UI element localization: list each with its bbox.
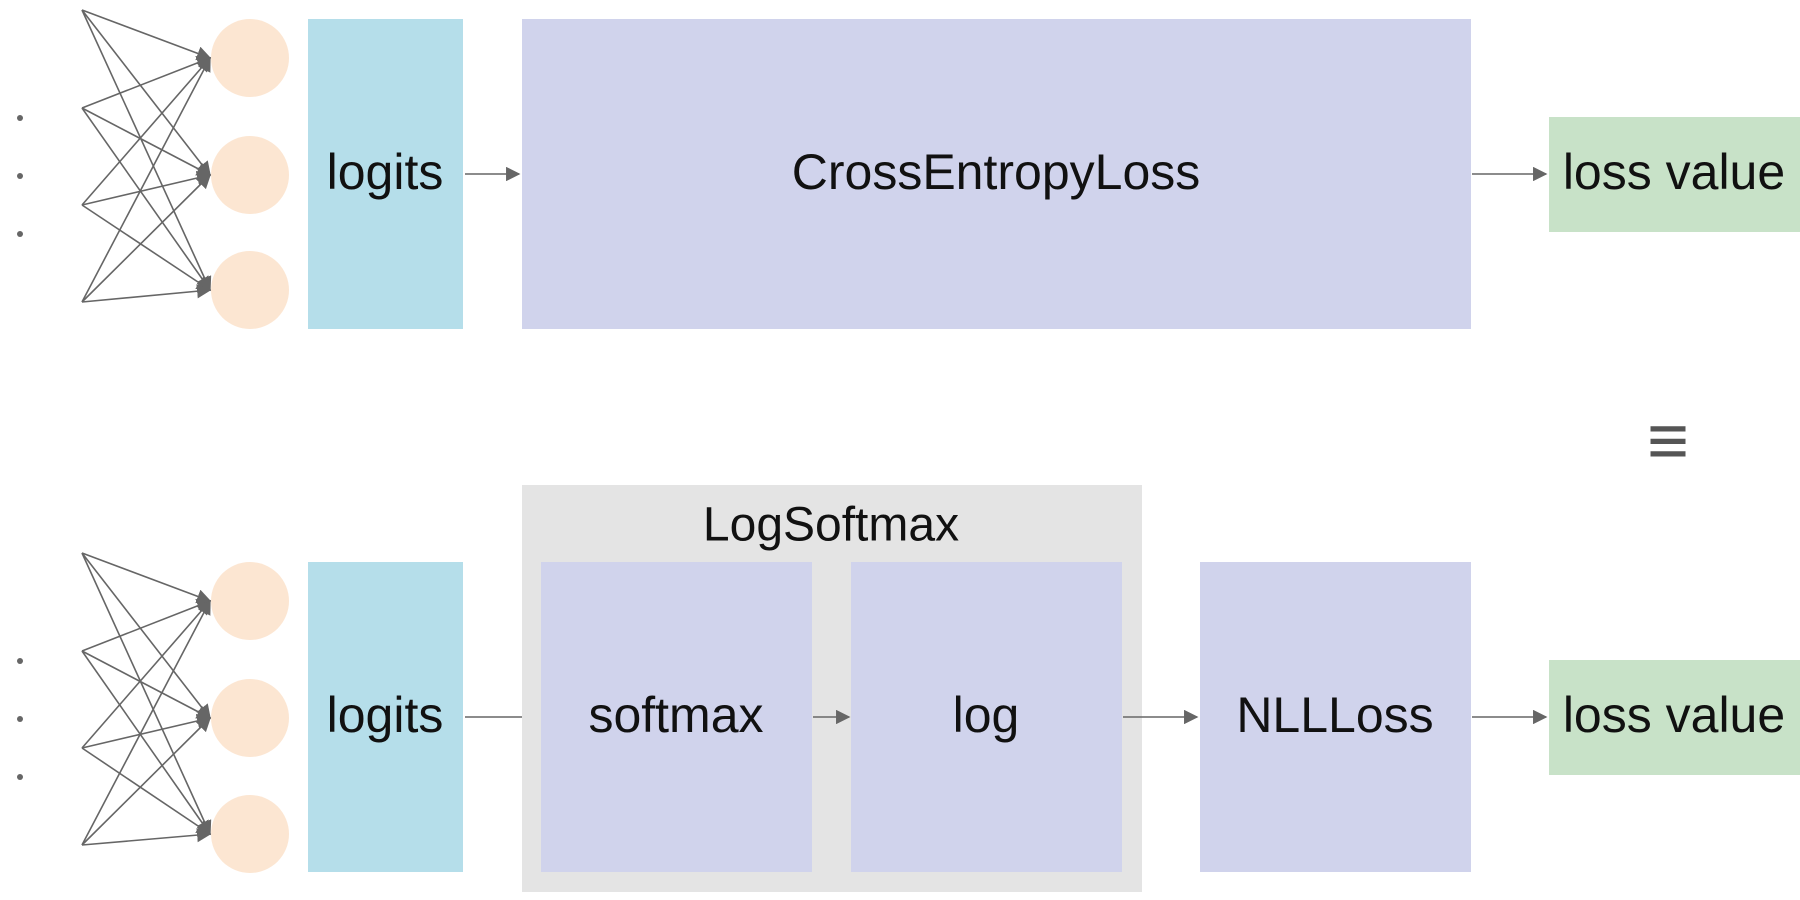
bottom-input-connections [81,552,212,846]
input-edge [81,56,211,206]
input-edge [81,56,212,109]
dot-icon [17,173,23,179]
softmax-label: softmax [588,687,763,743]
bottom-loss-value-label: loss value [1563,687,1785,743]
input-edge [81,173,212,303]
neuron-icon [211,19,289,97]
bottom-logits-box: logits [308,562,463,872]
dot-icon [17,115,23,121]
neuron-icon [211,136,289,214]
bottom-logits-label: logits [327,687,444,743]
bottom-pipeline: logits LogSoftmax softmax log NLLLoss lo… [17,485,1800,892]
input-edge [81,204,212,291]
input-edge [81,713,212,749]
input-edge [81,56,211,303]
bottom-neurons [211,562,289,873]
log-box: log [851,562,1122,872]
dot-icon [17,774,23,780]
neuron-icon [211,679,289,757]
input-edge [81,9,212,292]
neuron-icon [211,562,289,640]
input-edge [81,170,212,206]
cross-entropy-loss-label: CrossEntropyLoss [792,144,1201,200]
input-edge [81,599,211,846]
bottom-ellipsis-dots [17,658,23,780]
neuron-icon [211,251,289,329]
input-edge [81,650,211,836]
neuron-icon [211,795,289,873]
top-input-connections [81,9,212,303]
dot-icon [17,231,23,237]
input-edge [81,552,211,720]
dot-icon [17,716,23,722]
top-logits-label: logits [327,144,444,200]
equivalence-symbol: ≡ [1647,401,1689,481]
input-edge [81,716,212,846]
top-loss-value-label: loss value [1563,144,1785,200]
input-edge [81,284,212,303]
input-edge [81,599,212,652]
top-logits-box: logits [308,19,463,329]
log-softmax-label: LogSoftmax [703,499,959,552]
top-loss-value-box: loss value [1549,117,1800,232]
input-edge [81,747,212,835]
input-edge [81,650,212,719]
top-ellipsis-dots [17,115,23,237]
softmax-box: softmax [541,562,812,872]
input-edge [81,9,212,61]
top-neurons [211,19,289,329]
bottom-loss-value-box: loss value [1549,660,1800,775]
top-pipeline: logits CrossEntropyLoss loss value [17,9,1800,329]
log-label: log [953,687,1020,743]
input-edge [81,552,212,604]
input-edge [81,552,212,836]
input-edge [81,599,211,749]
nll-loss-box: NLLLoss [1200,562,1471,872]
input-edge [81,9,211,177]
cross-entropy-loss-box: CrossEntropyLoss [522,19,1471,329]
input-edge [81,827,212,846]
nll-loss-label: NLLLoss [1236,687,1433,743]
input-edge [81,107,212,176]
input-edge [81,107,211,292]
dot-icon [17,658,23,664]
